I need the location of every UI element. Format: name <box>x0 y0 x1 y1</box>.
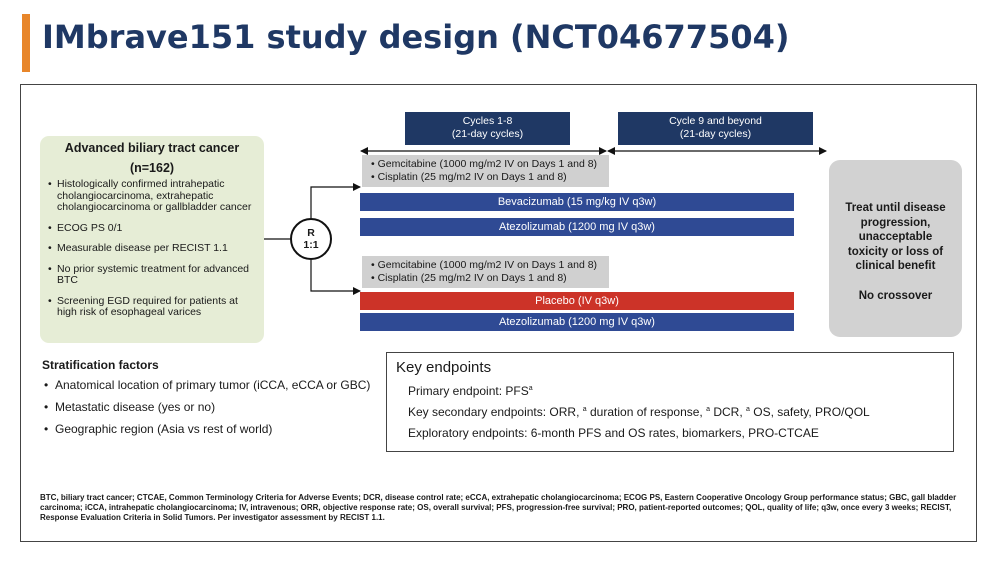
treatment-line: Treat until disease <box>845 202 946 214</box>
secondary-endpoints-text: OS, safety, PRO/QOL <box>749 405 870 419</box>
arm-2-arrow <box>310 260 361 295</box>
footnote-marker: a <box>746 406 750 413</box>
cycle-header-line: Cycles 1-8 <box>462 115 513 127</box>
arm-2-chemo-box: • Gemcitabine (1000 mg/m2 IV on Days 1 a… <box>362 256 609 288</box>
chemo-cisplatin: • Cisplatin (25 mg/m2 IV on Days 1 and 8… <box>371 170 567 183</box>
randomization-circle: R 1:1 <box>290 218 332 260</box>
stratification-item-text: Geographic region (Asia vs rest of world… <box>55 422 273 436</box>
cycle-header-1-8: Cycles 1-8 (21-day cycles) <box>405 112 570 145</box>
chemo-gemcitabine: • Gemcitabine (1000 mg/m2 IV on Days 1 a… <box>371 158 598 170</box>
secondary-endpoints-text: Key secondary endpoints: ORR, <box>408 405 583 419</box>
chemo-gemcitabine: • Gemcitabine (1000 mg/m2 IV on Days 1 a… <box>371 259 598 271</box>
abbreviations-footnote: BTC, biliary tract cancer; CTCAE, Common… <box>40 493 957 522</box>
cycle-header-line: (21-day cycles) <box>679 128 752 140</box>
chemo-cisplatin: • Cisplatin (25 mg/m2 IV on Days 1 and 8… <box>371 271 567 284</box>
arm-1-arrow <box>310 183 361 218</box>
stratification-title: Stratification factors <box>42 358 159 372</box>
stratification-item: •Geographic region (Asia vs rest of worl… <box>44 422 273 436</box>
primary-endpoint: Primary endpoint: PFSa <box>408 384 944 398</box>
treatment-line: toxicity or loss of <box>847 245 944 258</box>
stratification-item-text: Metastatic disease (yes or no) <box>55 400 216 414</box>
treatment-line: unacceptable <box>858 231 933 243</box>
footnote-marker: a <box>528 385 533 392</box>
endpoints-box: Key endpoints Primary endpoint: PFSa Key… <box>386 352 954 452</box>
population-title: Advanced biliary tract cancer <box>64 141 240 155</box>
primary-endpoint-text: Primary endpoint: PFS <box>408 384 529 398</box>
randomization-ratio: 1:1 <box>303 239 319 251</box>
criterion-item: Screening EGD required for patients at h… <box>48 295 256 319</box>
arm-1-bevacizumab-bar: Bevacizumab (15 mg/kg IV q3w) <box>360 193 794 211</box>
criterion-item: No prior systemic treatment for advanced… <box>48 263 256 287</box>
secondary-endpoints-text: DCR, <box>710 405 746 419</box>
criterion-item: Measurable disease per RECIST 1.1 <box>48 242 256 255</box>
cycle-header-9-beyond: Cycle 9 and beyond (21-day cycles) <box>618 112 813 145</box>
footnote-marker: a <box>706 406 710 413</box>
diagram-frame <box>20 84 977 542</box>
arm-2-placebo-bar: Placebo (IV q3w) <box>360 292 794 310</box>
secondary-endpoints: Key secondary endpoints: ORR, a duration… <box>408 405 944 419</box>
cycle-header-line: (21-day cycles) <box>451 128 524 140</box>
endpoints-title: Key endpoints <box>396 359 492 376</box>
stratification-item: •Anatomical location of primary tumor (i… <box>44 378 371 392</box>
treatment-line: clinical benefit <box>855 260 936 272</box>
cycle-header-line: Cycle 9 and beyond <box>669 115 762 127</box>
criterion-item: Histologically confirmed intrahepatic ch… <box>48 178 256 214</box>
treatment-line: progression, <box>860 216 931 229</box>
treatment-duration-box: Treat until disease progression, unaccep… <box>829 160 962 337</box>
arm-2-atezolizumab-bar: Atezolizumab (1200 mg IV q3w) <box>360 313 794 331</box>
population-size: (n=162) <box>129 161 175 175</box>
title-accent-bar <box>22 14 30 72</box>
secondary-endpoints-text: duration of response, <box>586 405 707 419</box>
page-title: IMbrave151 study design (NCT04677504) <box>42 18 790 56</box>
criterion-item: ECOG PS 0/1 <box>48 222 256 235</box>
population-box: Advanced biliary tract cancer (n=162) Hi… <box>40 136 264 343</box>
stratification-item-text: Anatomical location of primary tumor (iC… <box>55 378 371 392</box>
no-crossover-label: No crossover <box>858 289 933 302</box>
arm-1-chemo-box: • Gemcitabine (1000 mg/m2 IV on Days 1 a… <box>362 155 609 187</box>
randomization-label: R <box>307 227 315 239</box>
arm-1-atezolizumab-bar: Atezolizumab (1200 mg IV q3w) <box>360 218 794 236</box>
stratification-item: •Metastatic disease (yes or no) <box>44 400 216 414</box>
footnote-marker: a <box>582 406 587 413</box>
exploratory-endpoints: Exploratory endpoints: 6-month PFS and O… <box>408 426 819 440</box>
